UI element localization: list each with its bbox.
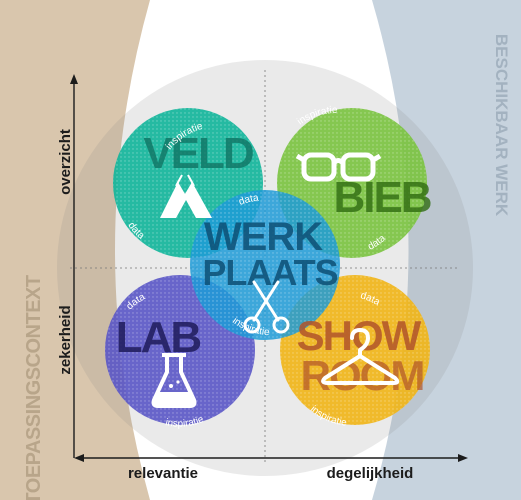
y-axis-bottom-label: zekerheid	[57, 305, 74, 374]
scissors-icon	[243, 280, 290, 334]
veld-title: VELD	[143, 129, 253, 178]
glasses-icon	[295, 152, 382, 182]
y-axis-top-label: overzicht	[57, 129, 74, 195]
lab-title: LAB	[116, 313, 201, 362]
y-axis	[70, 74, 78, 458]
right-band-label: BESCHIKBAAR WERK	[492, 34, 511, 217]
tent-icon	[160, 174, 212, 218]
x-axis	[74, 454, 468, 462]
werkplaats-title-line1: WERK	[204, 215, 323, 259]
werkplaats-circle	[190, 190, 340, 340]
x-axis-right-label: degelijkheid	[327, 465, 414, 482]
left-band-label: TOEPASSINGSCONTEXT	[23, 275, 45, 500]
flask-icon	[151, 353, 197, 408]
x-axis-left-label: relevantie	[128, 465, 198, 482]
werkplaats-title-line2: PLAATS	[202, 252, 337, 293]
hanger-icon	[321, 328, 400, 385]
